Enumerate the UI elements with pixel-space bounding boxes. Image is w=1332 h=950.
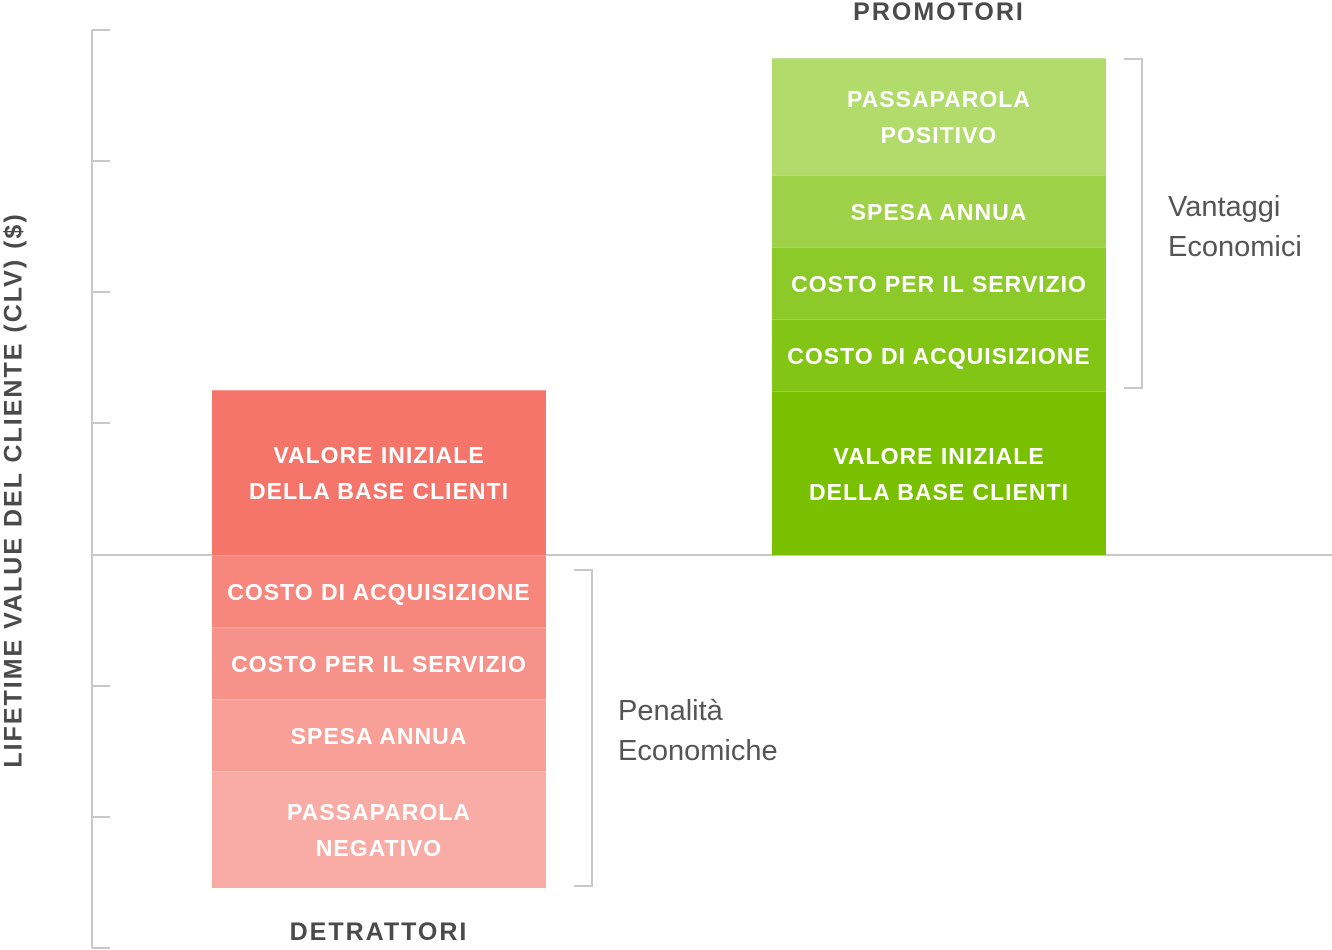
promoters-bracket xyxy=(1124,58,1143,389)
detractors-block-word-of-mouth: PASSAPAROLA NEGATIVO xyxy=(212,771,546,888)
detractors-block-service-cost: COSTO PER IL SERVIZIO xyxy=(212,627,546,699)
promoters-title: PROMOTORI xyxy=(853,0,1025,26)
promoters-block-initial-value: VALORE INIZIALE DELLA BASE CLIENTI xyxy=(772,391,1106,555)
promoters-bracket-label: Vantaggi Economici xyxy=(1168,191,1302,263)
detractors-block-acquisition-cost: COSTO DI ACQUISIZIONE xyxy=(212,555,546,627)
promoters-block-word-of-mouth: PASSAPAROLA POSITIVO xyxy=(772,58,1106,175)
detractors-bracket-label: Penalità Economiche xyxy=(618,695,778,767)
detractors-bracket xyxy=(574,569,593,887)
promoters-block-service-cost: COSTO PER IL SERVIZIO xyxy=(772,247,1106,319)
detractors-title: DETRATTORI xyxy=(289,918,469,946)
promoters-block-annual-spend: SPESA ANNUA xyxy=(772,175,1106,247)
promoters-block-acquisition-cost: COSTO DI ACQUISIZIONE xyxy=(772,319,1106,391)
detractors-block-initial-value: VALORE INIZIALE DELLA BASE CLIENTI xyxy=(212,390,546,555)
detractors-block-annual-spend: SPESA ANNUA xyxy=(212,699,546,771)
y-axis-title: LIFETIME VALUE DEL CLIENTE (CLV) ($) xyxy=(0,212,28,768)
y-axis xyxy=(91,29,110,949)
